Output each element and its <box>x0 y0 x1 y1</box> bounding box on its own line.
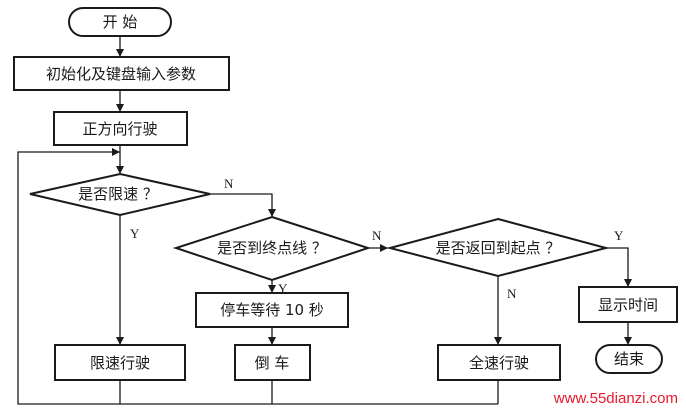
arrowhead <box>268 209 276 217</box>
forward-label: 正方向行驶 <box>82 120 157 138</box>
stop-wait-label: 停车等待 10 秒 <box>220 301 324 319</box>
arrowheads <box>112 49 632 345</box>
speed-limit-decision: 是否限速 ？ <box>29 172 211 217</box>
arrowhead <box>116 104 124 112</box>
returned-yes-label: Y <box>614 228 624 243</box>
start-label: 开 始 <box>103 13 138 31</box>
arrowhead <box>116 49 124 57</box>
flow-returned-yes <box>606 247 629 286</box>
arrowhead <box>624 337 632 345</box>
show-time-label: 显示时间 <box>598 296 658 314</box>
returned-decision: 是否返回到起点 ？ <box>386 217 610 278</box>
branch-labels: N Y Y N Y N <box>130 176 624 301</box>
start-node: 开 始 <box>68 7 172 37</box>
full-speed-box: 全速行驶 <box>437 344 561 381</box>
show-time-box: 显示时间 <box>578 286 678 323</box>
loop-return-bus <box>17 151 498 405</box>
watermark: www.55dianzi.com <box>553 390 678 407</box>
arrowhead <box>380 244 388 252</box>
speed-limit-question: 是否限速 ？ <box>78 185 158 203</box>
arrowhead <box>112 148 120 156</box>
reverse-label: 倒 车 <box>255 354 290 372</box>
limited-drive-box: 限速行驶 <box>54 344 186 381</box>
finish-yes-label: Y <box>278 281 288 296</box>
flow-speed-no <box>210 193 273 216</box>
end-node: 结束 <box>595 344 663 374</box>
connector-lines <box>17 36 629 405</box>
arrowhead <box>116 337 124 345</box>
reverse-box: 倒 车 <box>234 344 311 381</box>
limited-drive-label: 限速行驶 <box>90 354 150 372</box>
returned-no-label: N <box>507 286 517 301</box>
speed-no-label: N <box>224 176 234 191</box>
end-label: 结束 <box>614 350 644 368</box>
stop-wait-box: 停车等待 10 秒 <box>195 292 349 328</box>
returned-question: 是否返回到起点 ？ <box>436 239 561 257</box>
arrowhead <box>624 279 632 287</box>
speed-yes-label: Y <box>130 226 140 241</box>
arrowhead <box>494 337 502 345</box>
init-label: 初始化及键盘输入参数 <box>46 65 196 83</box>
arrowhead <box>268 337 276 345</box>
full-speed-label: 全速行驶 <box>469 354 529 372</box>
finish-line-question: 是否到终点线 ？ <box>217 239 327 257</box>
arrowhead <box>268 285 276 293</box>
arrowhead <box>116 166 124 174</box>
forward-box: 正方向行驶 <box>53 111 188 146</box>
finish-line-decision: 是否到终点线 ？ <box>172 215 372 282</box>
init-box: 初始化及键盘输入参数 <box>13 56 230 91</box>
finish-no-label: N <box>372 228 382 243</box>
